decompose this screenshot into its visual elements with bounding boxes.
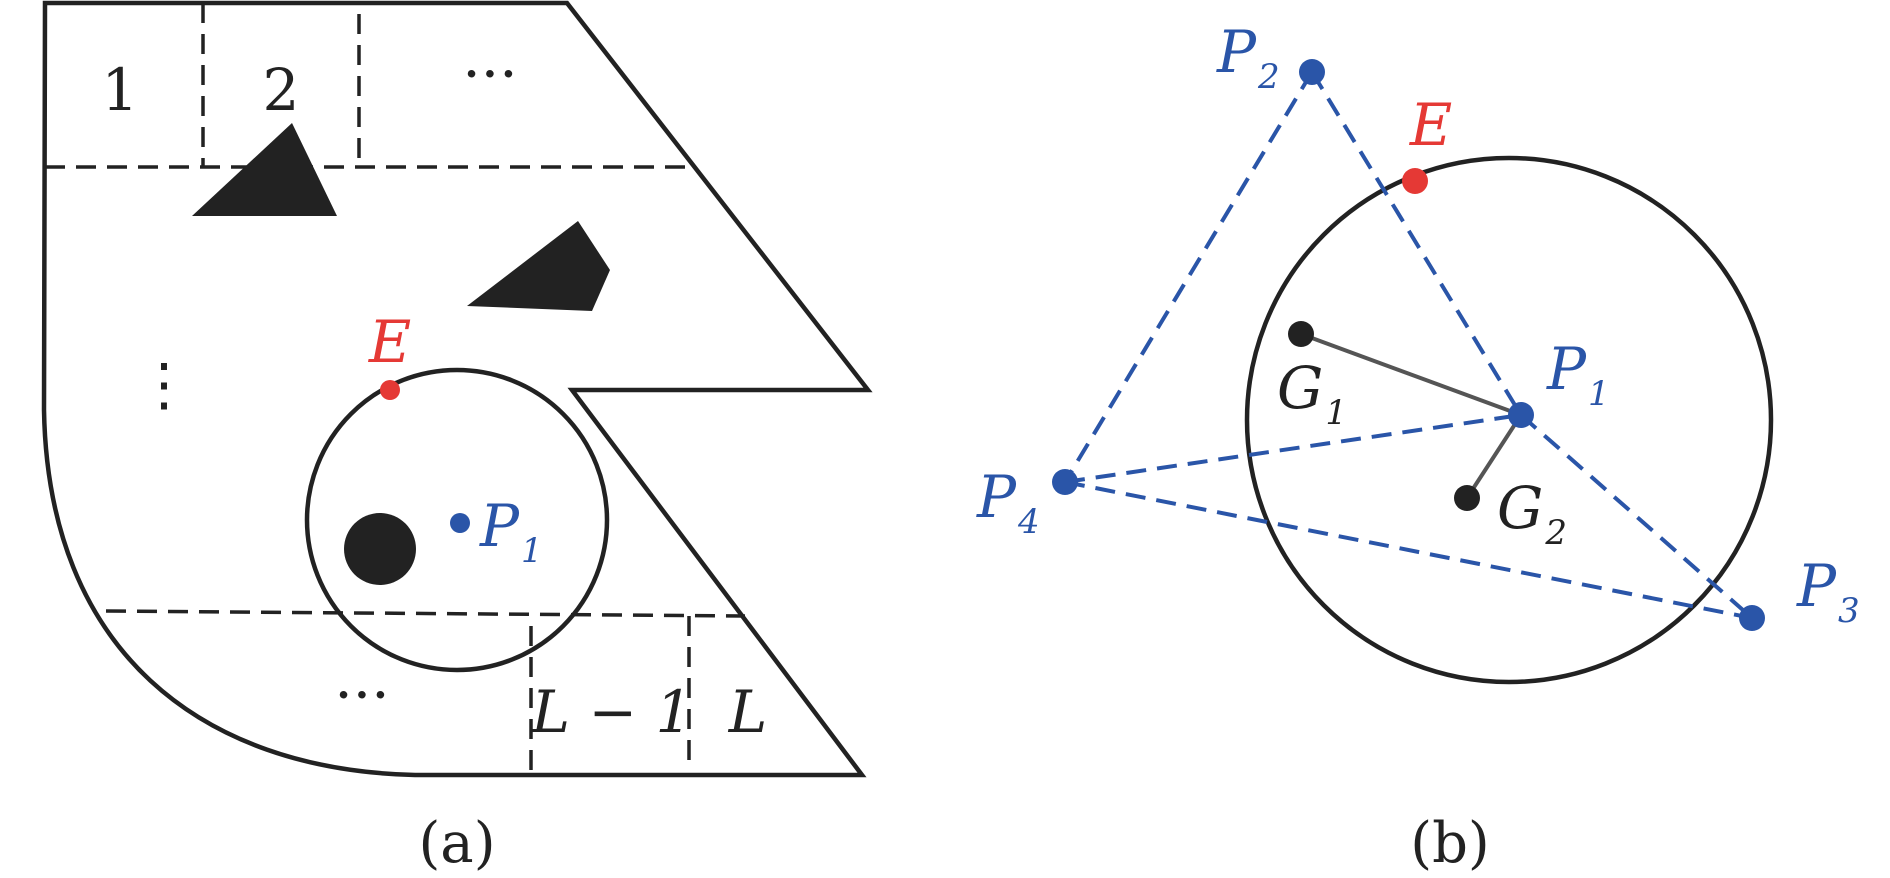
robot-label-p2: P2 (1216, 18, 1280, 97)
cell-label-l-minus-1: L − 1 (531, 678, 693, 746)
robot-point-p4 (1052, 469, 1078, 495)
sensing-circle-b (1244, 155, 1774, 685)
link-p1-p3 (1519, 413, 1754, 620)
environment-boundary (41, 0, 873, 778)
robot-label-p1-b: P1 (1546, 335, 1610, 414)
robot-label-p4: P4 (976, 463, 1040, 542)
goal-point-g2 (1454, 485, 1480, 511)
caption-a: (a) (418, 811, 495, 876)
robot-point-p2 (1299, 59, 1325, 85)
robot-point-p3 (1739, 605, 1765, 631)
link-p1-g2 (1465, 413, 1523, 500)
sensing-circle-a (304, 367, 610, 673)
goal-label-g1: G1 (1277, 354, 1347, 433)
grid-line-bottom-horizontal (105, 609, 746, 618)
obstacle-disc (344, 513, 416, 585)
panel-a: 1 2 ··· ⋮ ··· L − 1 L E P1 (a) (41, 0, 873, 876)
link-p2-p4 (1063, 70, 1314, 484)
link-p2-p1 (1310, 70, 1523, 417)
cell-label-vertical-ellipsis: ⋮ (135, 350, 193, 418)
caption-b: (b) (1410, 811, 1490, 876)
link-p1-g1 (1300, 332, 1522, 417)
link-p4-p1 (1064, 413, 1522, 484)
robot-label-p3: P3 (1796, 552, 1860, 631)
cell-label-top-ellipsis: ··· (462, 40, 517, 108)
goal-label-g2: G2 (1497, 474, 1567, 553)
cell-label-2: 2 (263, 56, 300, 124)
exit-point-a (380, 380, 400, 400)
obstacle-triangle-2 (467, 221, 610, 311)
robot-point-p1-a (450, 513, 470, 533)
cell-label-bottom-ellipsis: ··· (334, 661, 389, 729)
goal-point-g1 (1288, 321, 1314, 347)
cell-label-l: L (728, 678, 768, 746)
robot-label-p1-a: P1 (479, 492, 543, 571)
exit-point-b (1402, 168, 1428, 194)
link-p4-p3 (1064, 480, 1753, 620)
obstacle-triangle-1 (192, 123, 337, 216)
panel-b: E P1 P2 P3 P4 G1 G2 (b) (976, 18, 1860, 876)
exit-label-a: E (368, 308, 411, 376)
cell-label-1: 1 (102, 56, 139, 124)
exit-label-b: E (1409, 91, 1452, 159)
robot-point-p1-b (1508, 402, 1534, 428)
